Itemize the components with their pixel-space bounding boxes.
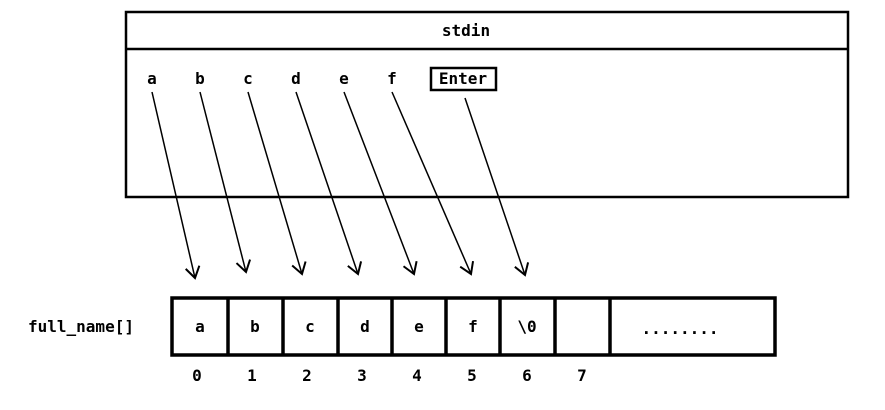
array-cell-5: f bbox=[468, 317, 478, 336]
stdin-char-d: d bbox=[291, 69, 301, 88]
stdin-char-e: e bbox=[339, 69, 349, 88]
array-index-0: 0 bbox=[192, 366, 202, 385]
array-index-7: 7 bbox=[577, 366, 587, 385]
array-index-3: 3 bbox=[357, 366, 367, 385]
arrow-f bbox=[391, 91, 475, 276]
arrow-e bbox=[343, 91, 418, 276]
stdin-char-f: f bbox=[387, 69, 397, 88]
arrow-d bbox=[295, 91, 363, 276]
arrow-a bbox=[151, 91, 201, 280]
array-cell-1: b bbox=[250, 317, 260, 336]
array-index-6: 6 bbox=[522, 366, 532, 385]
arrow-c bbox=[247, 91, 307, 276]
array-cell-6: \0 bbox=[517, 317, 536, 336]
stdin-char-b: b bbox=[195, 69, 205, 88]
stdin-char-c: c bbox=[243, 69, 253, 88]
enter-key-frame bbox=[429, 66, 498, 92]
array-ellipsis: ........ bbox=[641, 319, 718, 338]
array: full_name[] a b c d e f \0 ........ 0 1 … bbox=[28, 296, 777, 385]
arrow-b bbox=[199, 91, 252, 274]
array-index-1: 1 bbox=[247, 366, 257, 385]
array-cell-0: a bbox=[195, 317, 205, 336]
array-frame bbox=[170, 296, 777, 357]
arrows bbox=[151, 91, 530, 280]
array-cell-2: c bbox=[305, 317, 315, 336]
enter-key-label: Enter bbox=[439, 69, 487, 88]
array-index-5: 5 bbox=[467, 366, 477, 385]
array-cell-3: d bbox=[360, 317, 370, 336]
stdin-box: stdin a b c d e f Enter bbox=[124, 10, 850, 199]
stdin-title: stdin bbox=[442, 21, 490, 40]
array-cell-4: e bbox=[414, 317, 424, 336]
arrow-enter bbox=[464, 97, 530, 277]
stdin-frame bbox=[124, 10, 850, 199]
array-index-2: 2 bbox=[302, 366, 312, 385]
array-index-4: 4 bbox=[412, 366, 422, 385]
stdin-char-a: a bbox=[147, 69, 157, 88]
array-label: full_name[] bbox=[28, 317, 134, 336]
